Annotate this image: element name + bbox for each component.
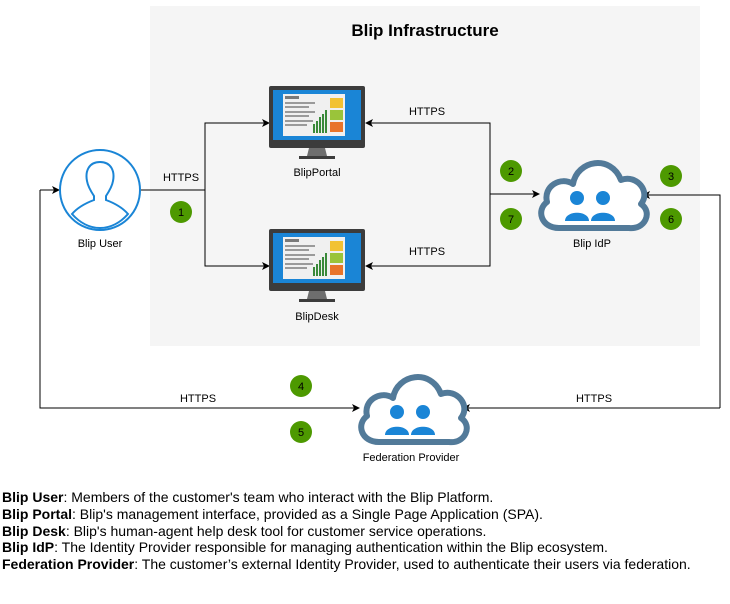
idp-node: Blip IdP (541, 163, 647, 250)
connector-to-desk (204, 190, 270, 270)
connector-idp-to-portal (365, 119, 491, 194)
connectors (39, 119, 721, 412)
step-badge-6: 6 (660, 208, 682, 230)
https-label-federation-right: HTTPS (576, 393, 612, 405)
legend-item-user: Blip User: Members of the customer's tea… (2, 489, 728, 506)
desk-node: BlipDesk (269, 229, 365, 323)
legend: Blip User: Members of the customer's tea… (2, 489, 728, 573)
portal-label: BlipPortal (293, 167, 340, 179)
federation-node: Federation Provider (361, 377, 467, 464)
legend-description: : Blip's management interface, provided … (72, 505, 543, 522)
portal-node: BlipPortal (269, 86, 365, 179)
legend-item-portal: Blip Portal: Blip's management interface… (2, 506, 728, 523)
legend-item-federation: Federation Provider: The customer’s exte… (2, 556, 728, 573)
legend-description: : Members of the customer's team who int… (63, 489, 494, 505)
legend-term: Federation Provider (2, 556, 135, 573)
https-label-user: HTTPS (163, 172, 199, 184)
connector-to-portal (204, 119, 270, 190)
https-label-portal: HTTPS (409, 106, 445, 118)
user-icon (59, 149, 141, 231)
federation-cloud-icon (361, 377, 467, 442)
legend-item-desk: Blip Desk: Blip's human-agent help desk … (2, 523, 728, 540)
step-badge-7: 7 (500, 208, 522, 230)
step-number: 6 (668, 214, 674, 226)
step-badge-5: 5 (290, 421, 312, 443)
legend-term: Blip User (2, 489, 64, 505)
legend-description: : Blip's human-agent help desk tool for … (65, 522, 487, 539)
step-number: 4 (298, 381, 304, 393)
legend-description: : The Identity Provider responsible for … (54, 539, 608, 556)
https-label-desk: HTTPS (409, 246, 445, 258)
legend-term: Blip IdP (2, 539, 55, 556)
step-number: 5 (298, 427, 304, 439)
connector-idp-to-desk (365, 194, 491, 270)
legend-term: Blip Portal (2, 505, 73, 522)
https-label-federation-left: HTTPS (180, 393, 216, 405)
legend-description: : The customer’s external Identity Provi… (134, 556, 691, 573)
step-number: 3 (668, 171, 674, 183)
step-badge-4: 4 (290, 375, 312, 397)
desk-label: BlipDesk (295, 311, 339, 323)
step-badge-1: 1 (170, 201, 192, 223)
step-number: 7 (508, 214, 514, 226)
infrastructure-title: Blip Infrastructure (351, 21, 498, 40)
step-badge-3: 3 (660, 165, 682, 187)
federation-label: Federation Provider (363, 452, 460, 464)
architecture-diagram: Blip Infrastructure HTTPS HTTPS HTTPS HT… (39, 21, 721, 464)
step-number: 1 (178, 207, 184, 219)
connector-user-to-federation (39, 190, 359, 409)
user-label: Blip User (78, 238, 123, 250)
idp-label: Blip IdP (573, 238, 611, 250)
connector-federation-to-idp (642, 191, 721, 408)
step-number: 2 (508, 166, 514, 178)
legend-item-idp: Blip IdP: The Identity Provider responsi… (2, 539, 728, 556)
step-badge-2: 2 (500, 160, 522, 182)
legend-term: Blip Desk (2, 522, 66, 539)
user-node: Blip User (59, 149, 141, 250)
